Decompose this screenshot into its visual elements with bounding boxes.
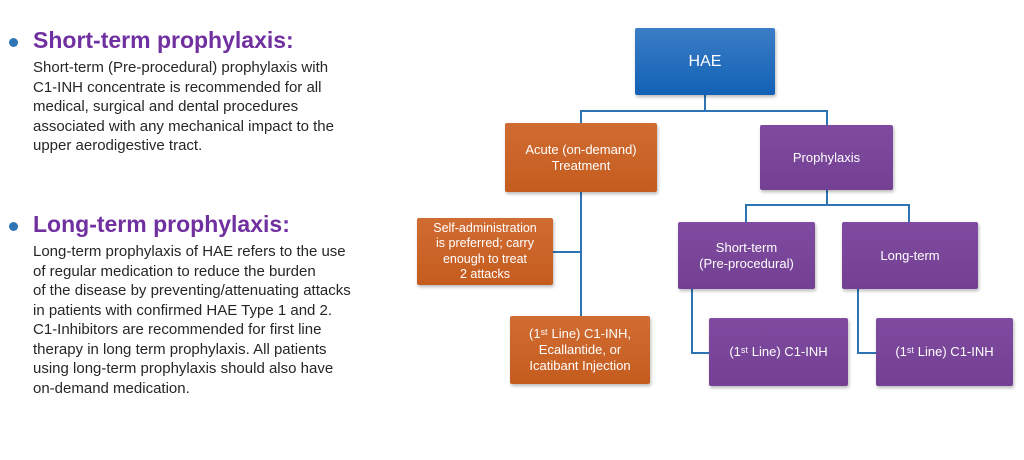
connector-hae-stub — [704, 95, 706, 111]
node-short-term: Short-term (Pre-procedural) — [678, 222, 815, 289]
node-long-term: Long-term — [842, 222, 978, 289]
connector-drop-prophylaxis — [826, 110, 828, 126]
node-hae: HAE — [635, 28, 775, 95]
node-short-term-first-line: (1ˢᵗ Line) C1-INH — [709, 318, 848, 386]
connector-drop-short-term — [745, 204, 747, 222]
node-acute-treatment: Acute (on-demand) Treatment — [505, 123, 657, 192]
node-long-term-first-line: (1ˢᵗ Line) C1-INH — [876, 318, 1013, 386]
long-term-prophylaxis-heading: Long-term prophylaxis: — [33, 211, 290, 237]
connector-prophylaxis-horizontal — [745, 204, 909, 206]
short-term-prophylaxis-body: Short-term (Pre-procedural) prophylaxis … — [33, 59, 334, 154]
node-acute-first-line: (1ˢᵗ Line) C1-INH, Ecallantide, or Icati… — [510, 316, 650, 384]
connector-long-term-down — [857, 289, 859, 353]
connector-drop-long-term — [908, 204, 910, 222]
connector-short-term-elbow — [691, 352, 709, 354]
node-self-administration: Self-administration is preferred; carry … — [417, 218, 553, 285]
bullet-dot — [9, 38, 18, 47]
long-term-prophylaxis-body: Long-term prophylaxis of HAE refers to t… — [33, 243, 351, 397]
bullet-dot — [9, 222, 18, 231]
connector-short-term-down — [691, 289, 693, 353]
connector-drop-acute — [580, 110, 582, 124]
connector-prophylaxis-stub — [826, 190, 828, 205]
connector-self-admin — [553, 251, 581, 253]
connector-hae-horizontal — [580, 110, 827, 112]
short-term-prophylaxis-heading: Short-term prophylaxis: — [33, 27, 294, 53]
node-prophylaxis: Prophylaxis — [760, 125, 893, 190]
connector-acute-down — [580, 192, 582, 316]
connector-long-term-elbow — [857, 352, 876, 354]
